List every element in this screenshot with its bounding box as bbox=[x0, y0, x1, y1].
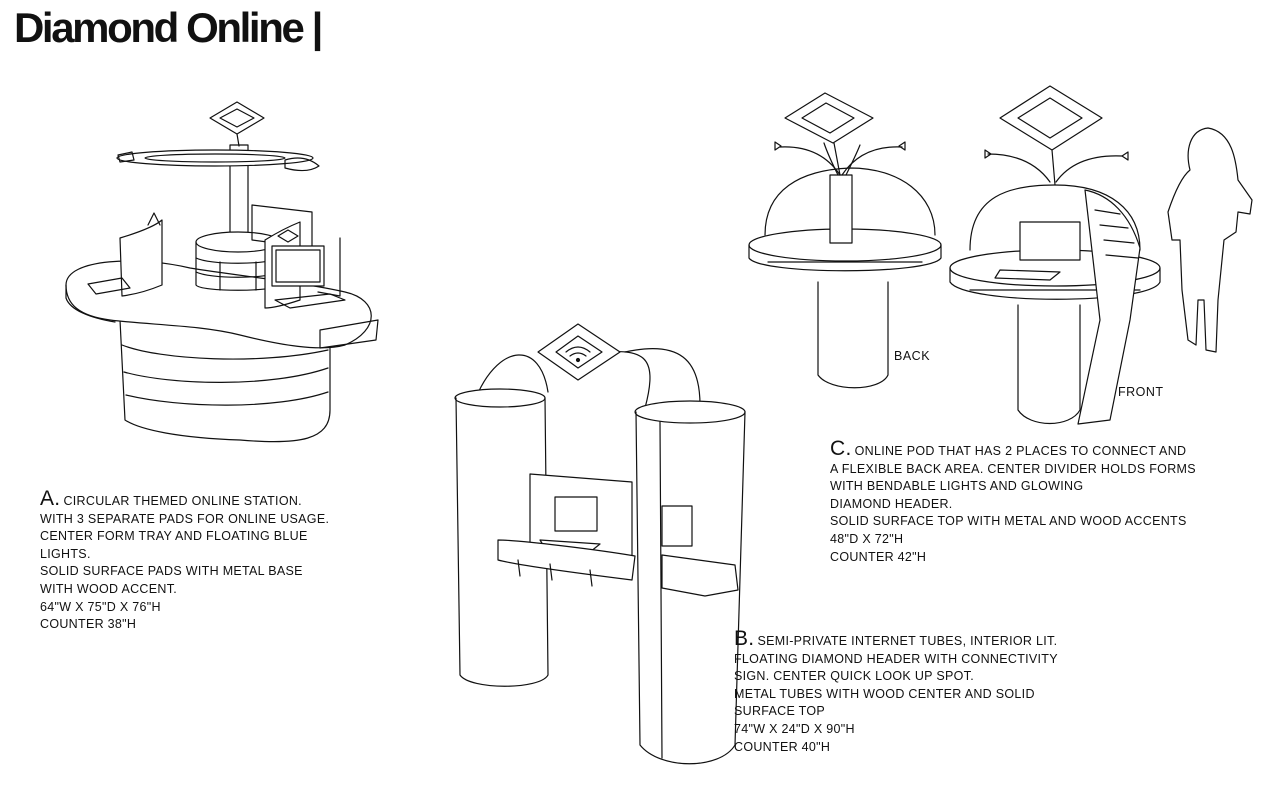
station-c-line-7: counter 42"H bbox=[830, 549, 927, 564]
back-view-label: BACK bbox=[894, 349, 931, 363]
station-b-line-3: sign. center quick look up spot. bbox=[734, 669, 974, 684]
station-a-line-4: lights. bbox=[40, 546, 91, 561]
station-a-letter: A. bbox=[40, 487, 61, 510]
station-c-line-3: with bendable lights and glowing bbox=[830, 479, 1084, 494]
station-c-line-1: C.online pod that has 2 places to connec… bbox=[830, 437, 1187, 460]
station-b-caption: B.semi-private internet tubes, interior … bbox=[734, 627, 1058, 756]
station-b-line-5: surface top bbox=[734, 704, 826, 719]
station-a-line-5: solid surface pads with metal base bbox=[40, 564, 303, 579]
station-a-line-6: with wood accent. bbox=[40, 581, 178, 596]
station-c-line-6: 48"D x 72"H bbox=[830, 531, 904, 546]
station-a-line-8: counter 38"H bbox=[40, 617, 137, 632]
station-b-line-4: metal tubes with wood center and solid bbox=[734, 686, 1035, 701]
station-b-line-2: floating diamond header with connectivit… bbox=[734, 651, 1058, 666]
station-b-letter: B. bbox=[734, 627, 755, 650]
station-b-line-6: 74"W x 24"D x 90"H bbox=[734, 721, 855, 736]
station-b-line-7: counter 40"H bbox=[734, 739, 831, 754]
station-c-letter: C. bbox=[830, 437, 852, 460]
front-view-label: FRONT bbox=[1118, 385, 1164, 399]
station-b-line-1: B.semi-private internet tubes, interior … bbox=[734, 627, 1058, 650]
station-a-line-3: center form tray and floating blue bbox=[40, 529, 308, 544]
station-a-caption: A.circular themed online station. with 3… bbox=[40, 487, 330, 634]
station-a-line-2: with 3 separate pads for online usage. bbox=[40, 511, 330, 526]
station-c-line-4: diamond header. bbox=[830, 496, 953, 511]
station-b-sketch bbox=[454, 323, 746, 765]
page-title: Diamond Online | bbox=[14, 4, 323, 51]
station-a-line-1: A.circular themed online station. bbox=[40, 487, 302, 510]
station-c-line-2: a flexible back area. center divider hol… bbox=[830, 461, 1196, 476]
station-c-line-5: solid surface top with metal and wood ac… bbox=[830, 514, 1187, 529]
station-a-line-7: 64"W x 75"D x 76"H bbox=[40, 599, 161, 614]
station-a-sketch bbox=[65, 101, 379, 443]
station-c-sketch bbox=[748, 85, 1253, 425]
station-c-caption: C.online pod that has 2 places to connec… bbox=[830, 437, 1196, 566]
